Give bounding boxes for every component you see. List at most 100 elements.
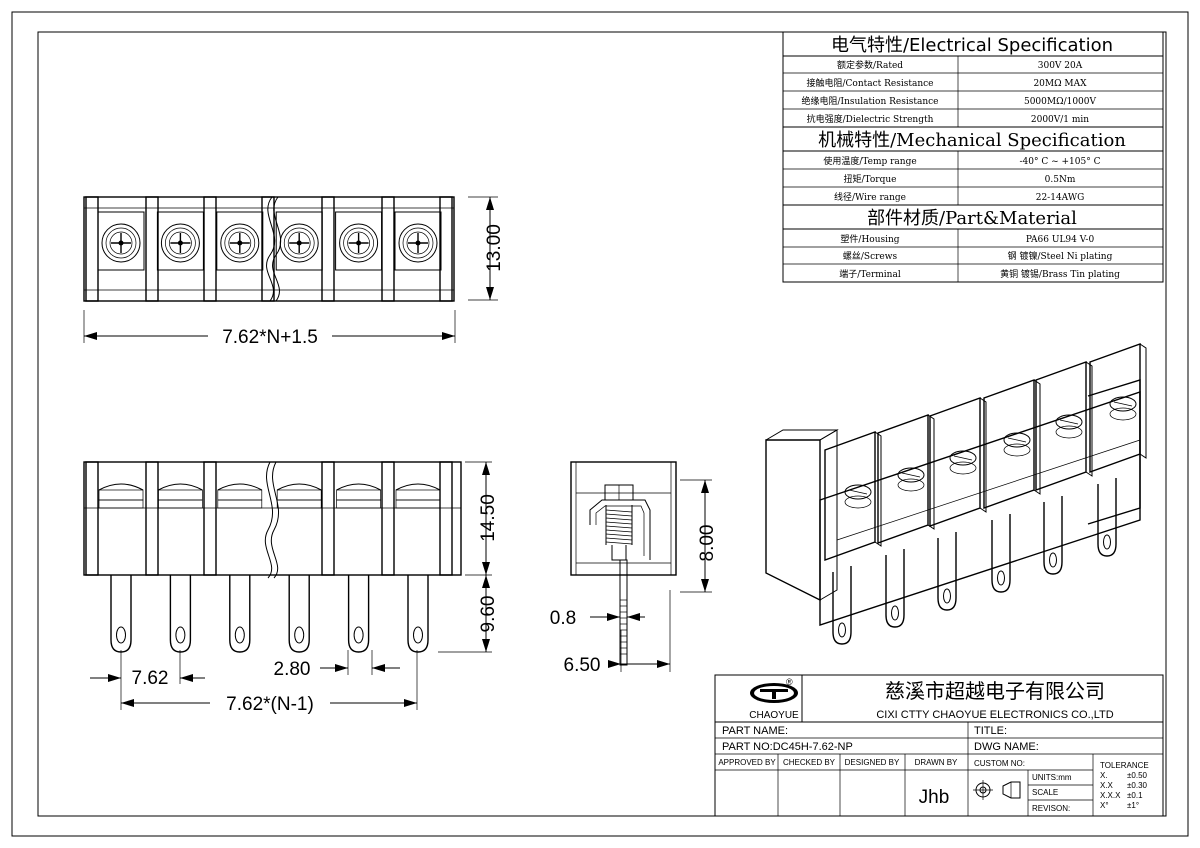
iso-body-line <box>836 439 1141 541</box>
iso-screw-slot <box>953 455 973 461</box>
thread-line <box>605 521 633 525</box>
washer <box>336 489 381 501</box>
spec-label: 端子/Terminal <box>839 268 901 280</box>
screw-ring <box>224 227 256 259</box>
part-name-label: PART NAME: <box>722 725 788 737</box>
thread-line <box>605 537 633 541</box>
dim-pin-length: 9.60 <box>478 596 499 633</box>
material-title: 部件材质/Part&Material <box>867 208 1077 229</box>
tolerance-title: TOLERANCE <box>1100 761 1149 770</box>
spec-label: 额定参数/Rated <box>837 59 903 71</box>
screw-center <box>296 240 302 246</box>
spec-label: 抗电强度/Dielectric Strength <box>807 113 934 125</box>
terminal-pocket <box>275 211 323 271</box>
iso-screw <box>844 484 872 500</box>
custom-no-label: CUSTOM NO: <box>974 759 1025 768</box>
spec-value: 22-14AWG <box>1036 193 1085 203</box>
iso-washer <box>897 478 925 492</box>
iso-pin-hole <box>1049 552 1057 568</box>
tol-key: X.X <box>1100 781 1114 790</box>
screw-head <box>339 223 379 263</box>
iso-end-top <box>765 429 839 441</box>
pin-hole <box>116 626 126 644</box>
iso-screw-slot <box>848 489 868 495</box>
iso-pin-hole <box>997 570 1005 586</box>
top-view: 13.00 7.62*N+1.5 <box>83 196 505 348</box>
barrier <box>381 196 395 302</box>
terminal-pocket <box>216 211 264 271</box>
barrier <box>439 461 453 576</box>
spec-label: 扭矩/Torque <box>844 173 897 185</box>
pin <box>110 575 132 653</box>
thread-line <box>605 513 633 517</box>
clamp <box>217 499 263 509</box>
screw-dome <box>158 483 203 491</box>
washer <box>395 489 441 501</box>
thread-line <box>605 509 633 513</box>
title-block: ® CHAOYUE 慈溪市超越电子有限公司 CIXI CTTY CHAOYUE … <box>714 674 1164 817</box>
screw-ring <box>402 227 434 259</box>
dwg-name-label: DWG NAME: <box>974 741 1039 753</box>
iso-pin-hole <box>891 605 899 621</box>
iso-washer <box>1109 407 1137 421</box>
terminal-pocket <box>394 211 442 271</box>
screw-ring <box>165 227 196 259</box>
spec-value: 20MΩ MAX <box>1033 79 1087 89</box>
dim-front-height: 14.50 <box>478 494 499 542</box>
drawn-by-value: Jhb <box>919 787 950 808</box>
thread-line <box>605 533 633 537</box>
iso-screw-slot <box>1007 437 1027 443</box>
terminal-pocket <box>156 211 204 271</box>
pin-hole <box>234 626 245 644</box>
clamp <box>336 499 381 509</box>
iso-pin <box>885 549 905 628</box>
dim-pitch: 7.62 <box>132 668 169 689</box>
barrier <box>321 196 335 302</box>
washer <box>158 489 203 501</box>
pin <box>169 575 192 653</box>
iso-barrier-side <box>1139 343 1147 459</box>
pin-hole <box>175 626 186 644</box>
iso-pin-hole <box>1103 534 1111 550</box>
tol-val: ±0.50 <box>1127 771 1148 780</box>
units-label: UNITS:mm <box>1032 773 1072 782</box>
spec-value: 黄铜 镀锡/Brass Tin plating <box>1000 268 1120 280</box>
tol-key: X.X.X <box>1100 791 1121 800</box>
screw-inner <box>228 231 252 255</box>
pin-hole <box>353 626 364 644</box>
screw-head <box>160 223 200 263</box>
iso-screw <box>949 450 977 466</box>
title-label: TITLE: <box>974 725 1007 737</box>
iso-end-side <box>819 429 838 601</box>
iso-screw <box>1109 396 1137 412</box>
pin-hole <box>294 626 305 644</box>
tol-val: ±0.1 <box>1127 791 1143 800</box>
iso-barrier-side <box>1085 361 1093 477</box>
screw-head <box>220 223 260 263</box>
dim-side-height: 8.00 <box>697 525 718 562</box>
iso-pin <box>832 566 852 645</box>
spec-label: 螺丝/Screws <box>843 250 898 262</box>
iso-barrier-side <box>1033 379 1041 495</box>
electrical-title: 电气特性/Electrical Specification <box>831 35 1113 56</box>
screw-ring <box>105 227 137 259</box>
iso-screw <box>897 467 925 483</box>
washer <box>217 489 263 501</box>
spec-value: PA66 UL94 V-0 <box>1026 235 1095 245</box>
thread-line <box>605 541 633 545</box>
barrier <box>321 461 335 576</box>
inner-border <box>37 31 1167 817</box>
terminal-pocket <box>97 211 145 271</box>
spec-label: 接触电阻/Contact Resistance <box>807 77 934 89</box>
spec-value: 300V 20A <box>1038 61 1083 71</box>
washer <box>98 489 144 501</box>
spec-value: 2000V/1 min <box>1031 115 1089 125</box>
screw-ring <box>283 227 315 259</box>
clamp <box>395 499 441 509</box>
clamp <box>158 499 203 509</box>
screw-center <box>237 240 243 246</box>
iso-washer <box>949 461 977 475</box>
thread-line <box>605 529 633 533</box>
